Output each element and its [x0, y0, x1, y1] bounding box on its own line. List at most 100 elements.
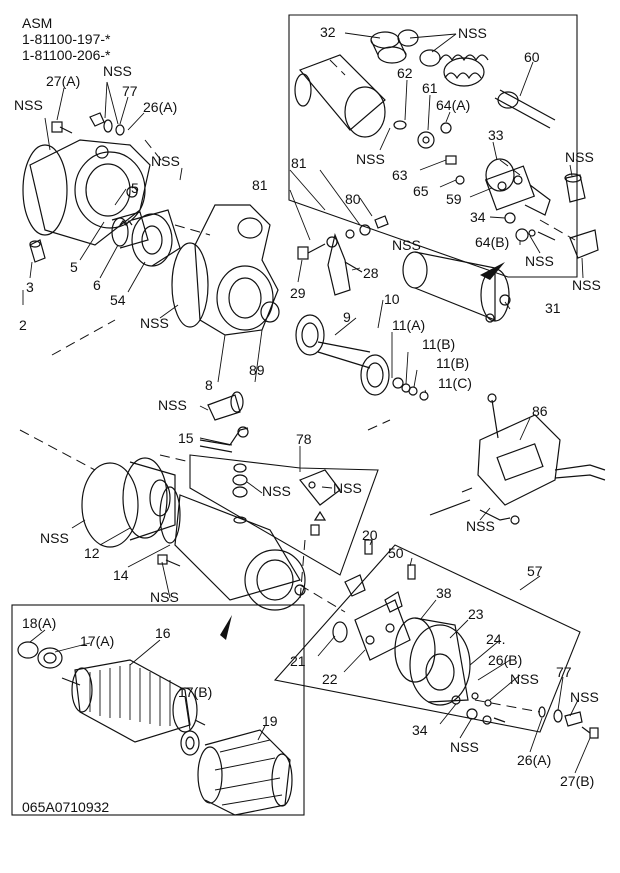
callout-nss: NSS — [525, 253, 554, 269]
asm-label: ASM — [22, 15, 52, 31]
callout-57: 57 — [527, 563, 543, 579]
callout-nss: NSS — [572, 277, 601, 293]
end-bolts — [538, 706, 599, 739]
callout-12: 12 — [84, 545, 100, 561]
callout-14: 14 — [113, 567, 129, 583]
callout-nss: NSS — [151, 153, 180, 169]
part-number-1: 1-81100-197-* — [22, 31, 111, 47]
callout-nss: NSS — [450, 739, 479, 755]
callout-16: 16 — [155, 625, 171, 641]
callout-64b: 64(B) — [475, 234, 509, 250]
callout-34: 34 — [412, 722, 428, 738]
callout-nss: NSS — [458, 25, 487, 41]
callout-22: 22 — [322, 671, 338, 687]
callout-nss: NSS — [466, 518, 495, 534]
callout-33: 33 — [488, 127, 504, 143]
callout-11c: 11(C) — [438, 375, 472, 391]
callout-77: 77 — [122, 83, 138, 99]
callout-80: 80 — [345, 191, 361, 207]
leader-lines — [22, 32, 591, 774]
callout-81: 81 — [252, 177, 268, 193]
callout-15: 15 — [178, 430, 194, 446]
callout-89: 89 — [249, 362, 265, 378]
callout-3: 3 — [26, 279, 34, 295]
callout-21: 21 — [290, 653, 306, 669]
callout-63: 63 — [392, 167, 408, 183]
callout-5: 5 — [70, 259, 78, 275]
callout-77: 77 — [556, 664, 572, 680]
callout-10: 10 — [384, 291, 400, 307]
callout-54: 54 — [110, 292, 126, 308]
drawing-code: 065A0710932 — [22, 799, 109, 815]
callout-8: 8 — [205, 377, 213, 393]
brush-group-box — [273, 544, 581, 733]
shift-lever — [297, 215, 389, 296]
callout-61: 61 — [422, 80, 438, 96]
callout-62: 62 — [397, 65, 413, 81]
callout-81: 81 — [291, 155, 307, 171]
callout-60: 60 — [524, 49, 540, 65]
callout-19: 19 — [262, 713, 278, 729]
callout-nss: NSS — [565, 149, 594, 165]
callout-26b: 26(B) — [488, 652, 522, 668]
callout-34: 34 — [470, 209, 486, 225]
callout-17a: 17(A) — [80, 633, 114, 649]
callout-59: 59 — [446, 191, 462, 207]
callout-65: 65 — [413, 183, 429, 199]
gear-housing — [171, 204, 280, 336]
callout-11b: 11(B) — [436, 355, 469, 371]
callout-64a: 64(A) — [436, 97, 470, 113]
callout-6: 6 — [93, 277, 101, 293]
callout-32: 32 — [320, 24, 336, 40]
armature-group-box — [11, 604, 305, 816]
callout-50: 50 — [388, 545, 404, 561]
callout-78: 78 — [296, 431, 312, 447]
callout-5: 5 — [131, 180, 139, 196]
alignment-lines — [19, 59, 576, 713]
callout-29: 29 — [290, 285, 306, 301]
callout-nss: NSS — [570, 689, 599, 705]
terminal-kit — [232, 463, 341, 536]
callout-2: 2 — [19, 317, 27, 333]
solenoid-switch — [402, 251, 511, 323]
callout-31: 31 — [545, 300, 561, 316]
contact-plate — [484, 158, 599, 259]
armature-assembly — [17, 641, 293, 816]
callout-nss: NSS — [158, 397, 187, 413]
planetary-shaft — [295, 314, 429, 401]
callout-18a: 18(A) — [22, 615, 56, 631]
callout-nss: NSS — [333, 480, 362, 496]
callout-28: 28 — [363, 265, 379, 281]
callout-nss: NSS — [262, 483, 291, 499]
yoke-assembly — [81, 457, 306, 640]
callout-26a: 26(A) — [143, 99, 177, 115]
callout-labels: 32 NSS 60 62 61 64(A) NSS 63 33 65 59 NS… — [14, 24, 601, 789]
callout-nss: NSS — [150, 589, 179, 605]
callout-nss: NSS — [140, 315, 169, 331]
solenoid-group-box — [288, 14, 578, 278]
callout-24: 24. — [486, 631, 505, 647]
callout-11a: 11(A) — [392, 317, 425, 333]
callout-nss: NSS — [392, 237, 421, 253]
drive-end-housing — [22, 112, 151, 263]
callout-27b: 27(B) — [560, 773, 594, 789]
callout-23: 23 — [468, 606, 484, 622]
plunger-assembly — [294, 29, 556, 185]
callout-9: 9 — [343, 309, 351, 325]
callout-26a: 26(A) — [517, 752, 551, 768]
callout-nss: NSS — [40, 530, 69, 546]
callout-17b: 17(B) — [178, 684, 212, 700]
callout-nss: NSS — [356, 151, 385, 167]
part-number-2: 1-81100-206-* — [22, 47, 111, 63]
terminal-group-box — [189, 454, 379, 576]
terminal-strap — [199, 426, 249, 453]
callout-20: 20 — [362, 527, 378, 543]
callout-11b: 11(B) — [422, 336, 455, 352]
callout-27a: 27(A) — [46, 73, 80, 89]
pinion-clutch — [111, 209, 181, 267]
relay-assembly — [429, 393, 606, 525]
brush-holder — [332, 539, 506, 725]
callout-38: 38 — [436, 585, 452, 601]
grommet — [207, 391, 244, 421]
